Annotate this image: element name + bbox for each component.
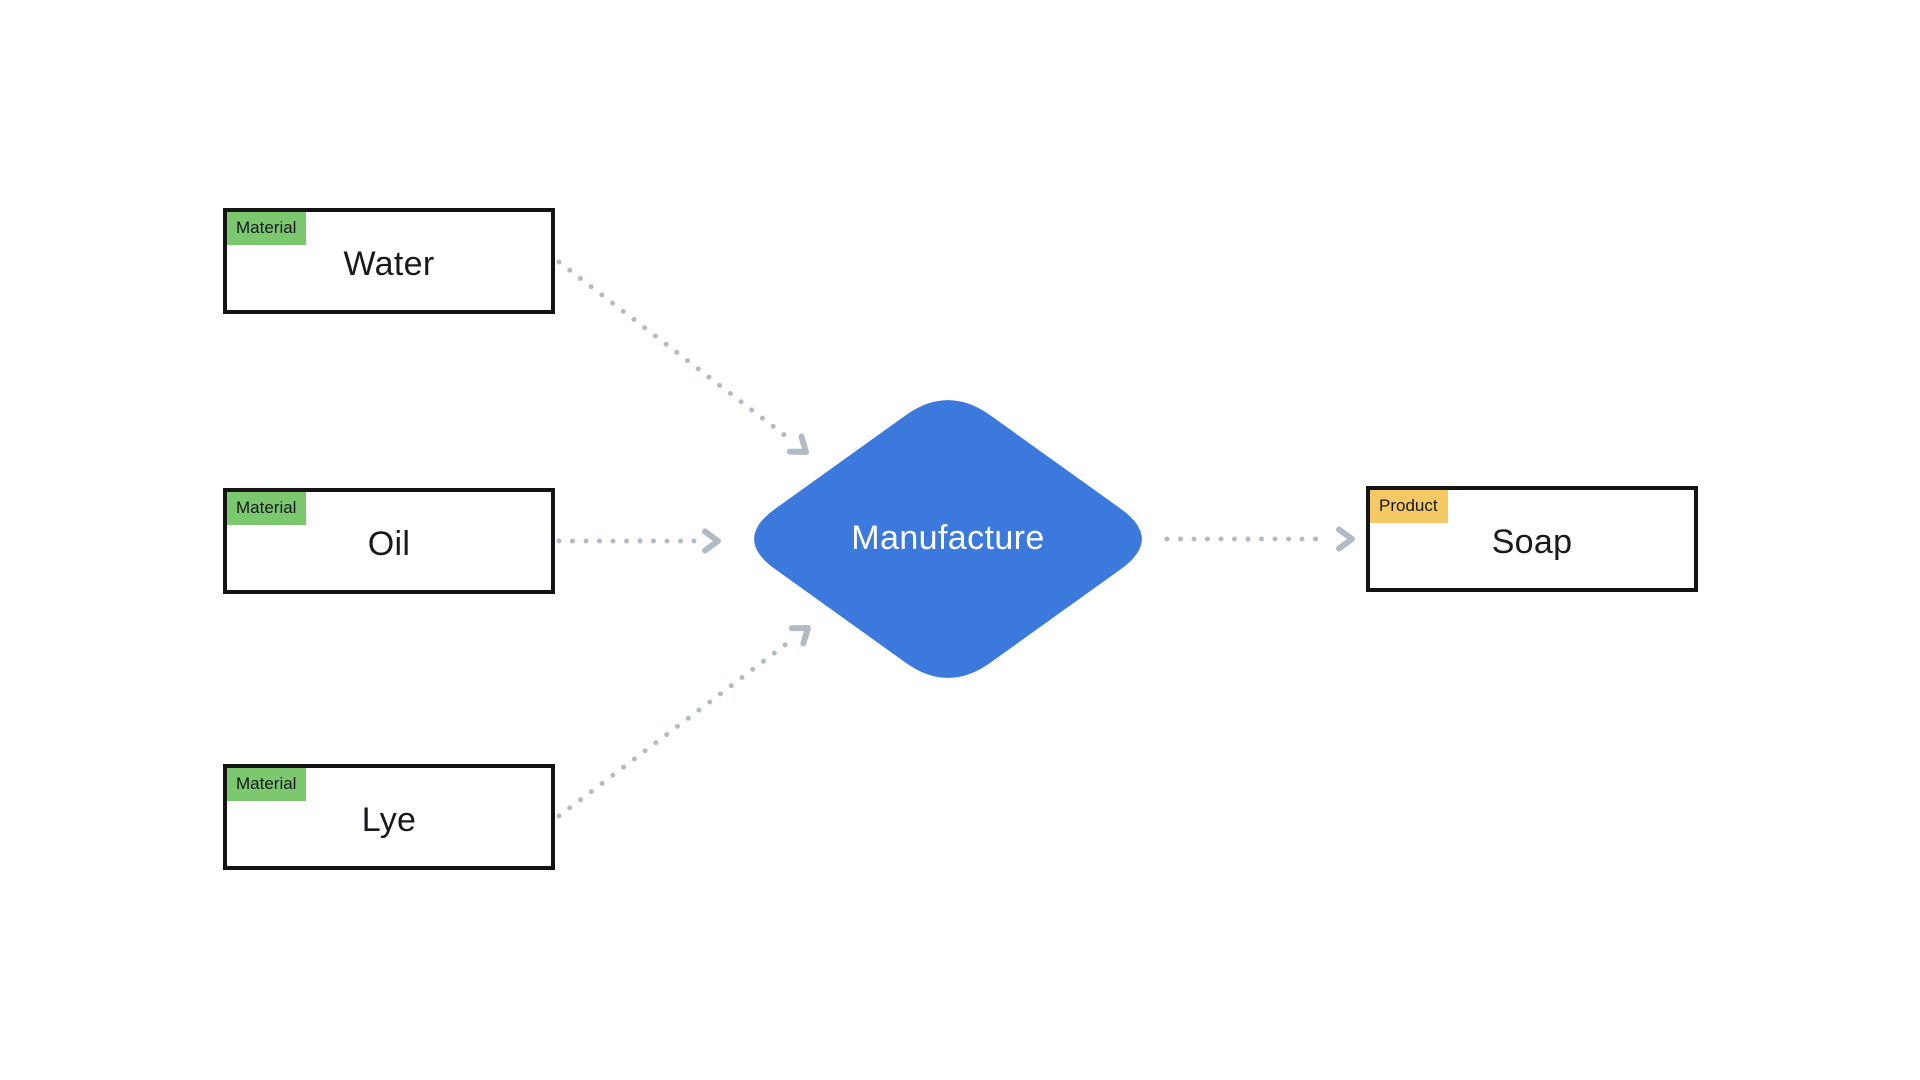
- node-oil-type-badge: Material: [227, 492, 307, 525]
- node-water[interactable]: Material Water: [223, 208, 555, 314]
- manufacture-diamond-node[interactable]: [754, 400, 1142, 678]
- edge-manufacture-to-soap: [1164, 526, 1355, 552]
- node-oil-label: Oil: [367, 524, 411, 563]
- edge-oil-arrowhead-icon: [702, 528, 721, 554]
- node-lye[interactable]: Material Lye: [223, 764, 555, 870]
- edge-lye-arrowhead-icon: [788, 625, 811, 647]
- edge-water-line: [556, 259, 790, 440]
- node-water-label: Water: [343, 244, 435, 283]
- node-lye-label: Lye: [361, 800, 417, 839]
- edge-water-to-manufacture: [556, 259, 809, 455]
- node-soap[interactable]: Product Soap: [1366, 486, 1698, 592]
- node-soap-label: Soap: [1491, 522, 1573, 561]
- node-lye-type-badge: Material: [227, 768, 307, 801]
- edge-water-arrowhead-icon: [786, 433, 809, 455]
- node-water-type-badge: Material: [227, 212, 307, 245]
- node-oil[interactable]: Material Oil: [223, 488, 555, 594]
- edge-lye-line: [556, 639, 792, 819]
- edge-soap-arrowhead-icon: [1336, 526, 1355, 552]
- node-soap-type-badge: Product: [1370, 490, 1448, 523]
- edge-lye-to-manufacture: [556, 625, 811, 819]
- edge-oil-to-manufacture: [556, 528, 721, 554]
